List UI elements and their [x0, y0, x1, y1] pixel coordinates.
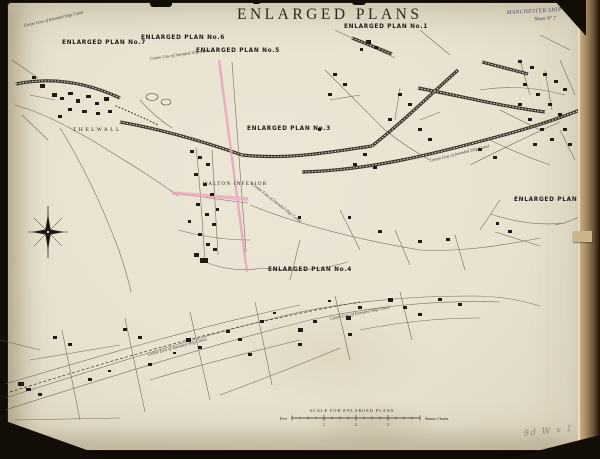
sheet-header: MANCHESTER SHIP CANAL Sheet Nº 7: [506, 6, 584, 23]
scale-left-label: Feet: [279, 416, 288, 421]
scale-bar: SCALE FOR ENLARGED PLANS 1 2 3 Feet Stat…: [279, 408, 449, 427]
centre-line-annotation: Centre Line of Intended Ship Canal: [251, 182, 303, 224]
torn-edge-notch: [150, 0, 172, 7]
ponds: [145, 93, 172, 106]
plan-label-no5: ENLARGED PLAN No.5: [196, 48, 280, 54]
page-title: ENLARGED PLANS: [237, 6, 423, 23]
page-stack-edge: [578, 0, 600, 459]
plan-label-no6: ENLARGED PLAN No.6: [141, 35, 225, 41]
page-marker-tab: [573, 231, 592, 242]
field-boundary-lines: [0, 29, 587, 421]
plan-label-no7: ENLARGED PLAN No.7: [62, 40, 146, 46]
centre-line-annotation: Centre Line of Intended Ship Canal: [23, 9, 84, 28]
page-edge-highlight: [578, 0, 580, 459]
plan-labels: ENLARGED PLAN No.1 ENLARGED PLAN No.2 EN…: [62, 24, 598, 273]
handwritten-catalog-mark: 9d W v 1: [523, 424, 574, 439]
centre-line-annotation: Centre Line of Intended Ship Canal: [149, 47, 211, 61]
buildings: [18, 40, 572, 396]
scale-right-label: Statute Chains: [425, 416, 449, 421]
compass-rose-icon: [28, 206, 68, 258]
scale-tick-label: 1: [323, 423, 325, 427]
plan-label-no3: ENLARGED PLAN No.3: [247, 126, 331, 132]
place-label-thelwall: THELWALL: [73, 127, 122, 133]
sheet-header-line1: MANCHESTER SHIP CANAL: [506, 6, 584, 16]
scale-tick-label: 3: [387, 423, 389, 427]
plan-label-no2: ENLARGED PLAN No.2: [514, 197, 598, 203]
paper: [8, 3, 578, 450]
plan-label-no4: ENLARGED PLAN No.4: [268, 267, 352, 273]
sheet-header-line2: Sheet Nº 7: [534, 15, 556, 22]
parish-boundary-dots: [115, 105, 159, 126]
place-label-walton-inferior: WALTON INFERIOR: [203, 182, 267, 187]
plan-label-no1: ENLARGED PLAN No.1: [344, 24, 428, 30]
scale-tick-label: 2: [355, 423, 357, 427]
torn-edge-notch: [352, 0, 366, 5]
torn-edge-notch: [252, 0, 261, 4]
centre-line-annotations: Centre Line of Intended Ship Canal Centr…: [23, 9, 490, 357]
canal-railway-bands: [15, 36, 581, 174]
scale-bar-title: SCALE FOR ENLARGED PLANS: [310, 408, 394, 413]
centre-line-dashed: [9, 301, 361, 393]
